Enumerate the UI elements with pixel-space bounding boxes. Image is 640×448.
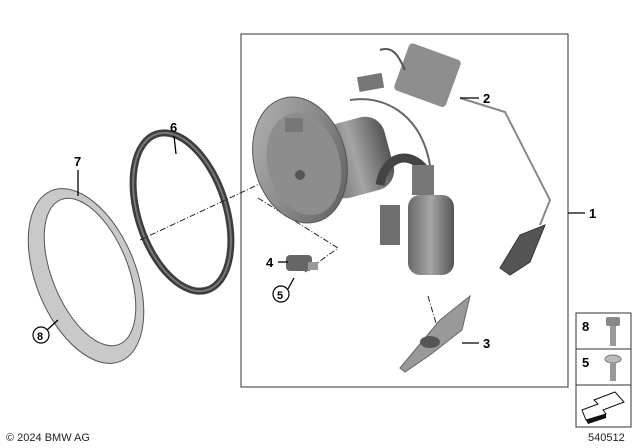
callout-5-circle	[272, 285, 290, 303]
callout-8: 8	[37, 331, 43, 343]
hex-bolt-icon	[606, 317, 620, 346]
arrow-down-left-icon	[581, 391, 625, 424]
callout-3: 3	[483, 336, 490, 351]
part-2-level-sensor[interactable]	[356, 42, 462, 108]
assembly-frame	[240, 33, 569, 388]
callout-1: 1	[589, 206, 596, 221]
callout-6: 6	[170, 120, 177, 135]
part-7-support-ring[interactable]	[5, 172, 167, 380]
callout-2: 2	[483, 91, 490, 106]
legend-number-8: 8	[582, 319, 589, 334]
flange-bolt-icon	[604, 354, 622, 381]
callout-5: 5	[277, 290, 283, 302]
part-4-bracket[interactable]	[286, 255, 318, 271]
callout-4: 4	[266, 255, 274, 270]
image-number: 540512	[588, 432, 625, 444]
part-3-strainer[interactable]	[399, 294, 471, 373]
part-6-seal-ring[interactable]	[115, 120, 249, 303]
copyright: © 2024 BMW AG	[6, 432, 90, 444]
fastener-legend: 8 5	[575, 312, 632, 428]
part-1-fuel-pump-assembly[interactable]	[239, 86, 552, 276]
legend-number-5: 5	[582, 355, 589, 370]
callout-7: 7	[74, 154, 81, 169]
callout-8-circle	[32, 326, 50, 344]
